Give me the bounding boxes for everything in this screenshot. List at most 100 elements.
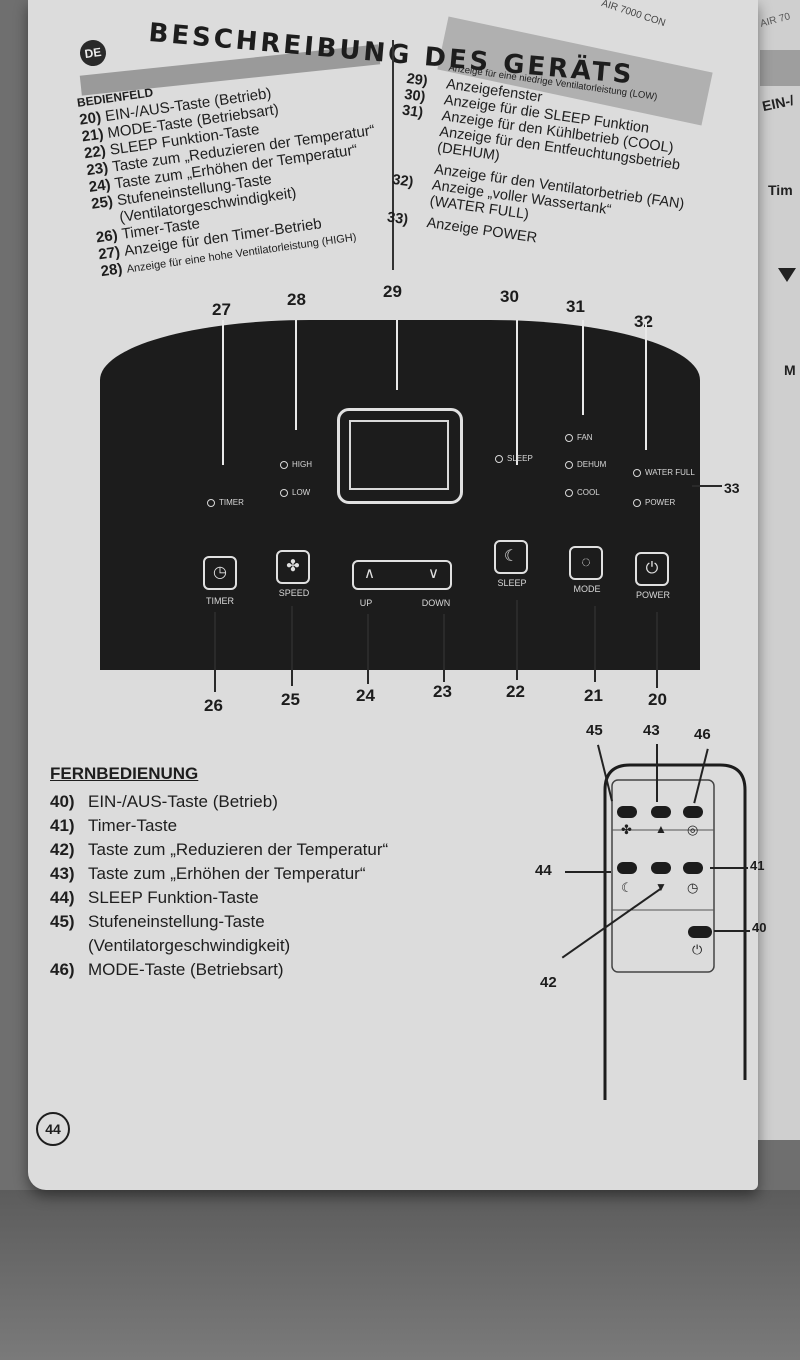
callout-41: 41 [750, 858, 765, 873]
power-icon: ⏻ [645, 560, 659, 577]
arrow-40 [714, 930, 750, 932]
callout-25: 25 [281, 690, 300, 709]
cool-indicator: COOL [565, 488, 600, 497]
moon-icon: ☾ [503, 548, 519, 565]
low-indicator: LOW [280, 488, 310, 497]
callout-42: 42 [540, 974, 557, 991]
callout-20: 20 [648, 690, 667, 709]
remote-mode-button[interactable] [683, 806, 703, 818]
mode-icon: ◌ [581, 554, 591, 571]
callout-44: 44 [535, 862, 552, 879]
triangle-up-icon: ▲ [655, 822, 667, 836]
callout-46: 46 [694, 726, 711, 743]
sleep-indicator: SLEEP [495, 454, 533, 463]
remote-sleep-button[interactable] [617, 862, 637, 874]
remote-timer-button[interactable] [683, 862, 703, 874]
sleep-button[interactable]: ☾ [494, 540, 528, 574]
arrow-26 [214, 612, 216, 692]
speed-button-label: SPEED [278, 588, 310, 598]
speed-button[interactable]: ✤ [276, 550, 310, 584]
arrow-33 [692, 485, 722, 487]
callout-22: 22 [506, 682, 525, 701]
remote-control-illustration [603, 763, 747, 1100]
power-icon: ⏻ [692, 942, 703, 957]
arrow-24 [367, 614, 369, 684]
arrow-32 [645, 320, 647, 450]
callout-45: 45 [586, 722, 603, 739]
mode-button[interactable]: ◌ [569, 546, 603, 580]
arrow-29 [396, 320, 398, 390]
callout-31: 31 [566, 297, 585, 316]
remote-control-list: FERNBEDIENUNG 40)EIN-/AUS-Taste (Betrieb… [50, 762, 388, 982]
fan-indicator: FAN [565, 433, 593, 442]
remote-power-button[interactable] [688, 926, 712, 938]
temp-up-down-buttons[interactable]: ∧ ∨ [352, 560, 452, 590]
arrow-20 [656, 612, 658, 688]
column-divider [392, 40, 394, 270]
arrow-28 [295, 320, 297, 430]
remote-speed-button[interactable] [617, 806, 637, 818]
arrow-22 [516, 600, 518, 680]
list-item: 45)Stufeneinstellung-Taste [50, 912, 265, 931]
sleep-button-label: SLEEP [497, 578, 527, 588]
list-item: 41)Timer-Taste [50, 816, 178, 835]
high-indicator: HIGH [280, 460, 312, 469]
list-item: 43)Taste zum „Erhöhen der Temperatur“ [50, 864, 366, 883]
list-item: 40)EIN-/AUS-Taste (Betrieb) [50, 792, 278, 811]
page-number: 44 [36, 1112, 70, 1146]
callout-27: 27 [212, 300, 231, 319]
remote-down-button[interactable] [651, 862, 671, 874]
power-button[interactable]: ⏻ [635, 552, 669, 586]
power-button-label: POWER [635, 590, 670, 600]
triangle-down-icon: ▼ [655, 880, 667, 894]
water-full-indicator: WATER FULL [633, 468, 695, 477]
clock-icon: ◷ [213, 564, 227, 581]
arrow-25 [291, 606, 293, 686]
callout-40: 40 [752, 920, 767, 935]
arrow-41 [710, 867, 748, 869]
remote-control-heading: FERNBEDIENUNG [50, 764, 199, 783]
callout-33: 33 [724, 480, 740, 496]
down-button-label: DOWN [421, 598, 451, 608]
arrow-44 [565, 871, 611, 873]
timer-button-label: TIMER [206, 596, 234, 606]
chevron-down-icon[interactable]: ∨ [428, 565, 439, 582]
callout-28: 28 [287, 290, 306, 309]
fan-icon: ✤ [621, 822, 632, 837]
next-page-tim: Tim [768, 182, 793, 198]
arrow-30 [516, 320, 518, 465]
timer-button[interactable]: ◷ [203, 556, 237, 590]
arrow-21 [594, 606, 596, 682]
moon-icon: ☾ [621, 880, 633, 895]
arrow-27 [222, 320, 224, 465]
list-item: (Ventilatorgeschwindigkeit) [88, 936, 291, 955]
clock-icon: ◷ [687, 880, 699, 895]
next-page-down-icon [778, 268, 796, 282]
control-panel: TIMER HIGH LOW SLEEP FAN DEHUM COOL WATE… [100, 320, 700, 670]
arrow-23 [443, 614, 445, 682]
callout-32: 32 [634, 312, 653, 331]
mode-icon: ◎ [687, 822, 699, 837]
mode-button-label: MODE [573, 584, 601, 594]
timer-indicator: TIMER [207, 498, 244, 507]
list-item: 44)SLEEP Funktion-Taste [50, 888, 259, 907]
callout-21: 21 [584, 686, 603, 705]
callout-43: 43 [643, 722, 660, 739]
callout-23: 23 [433, 682, 452, 701]
next-page-m: M [784, 362, 796, 378]
display-window [337, 408, 463, 504]
up-button-label: UP [359, 598, 373, 608]
callout-24: 24 [356, 686, 375, 705]
callout-30: 30 [500, 287, 519, 306]
fan-icon: ✤ [286, 558, 300, 575]
remote-up-button[interactable] [651, 806, 671, 818]
chevron-up-icon[interactable]: ∧ [364, 565, 375, 582]
background [0, 1190, 800, 1360]
power-indicator: POWER [633, 498, 675, 507]
callout-29: 29 [383, 282, 402, 301]
arrow-31 [582, 320, 584, 415]
arrow-43 [656, 744, 658, 802]
list-item: 46)MODE-Taste (Betriebsart) [50, 960, 284, 979]
callout-26: 26 [204, 696, 223, 715]
next-page-tab [760, 50, 800, 86]
